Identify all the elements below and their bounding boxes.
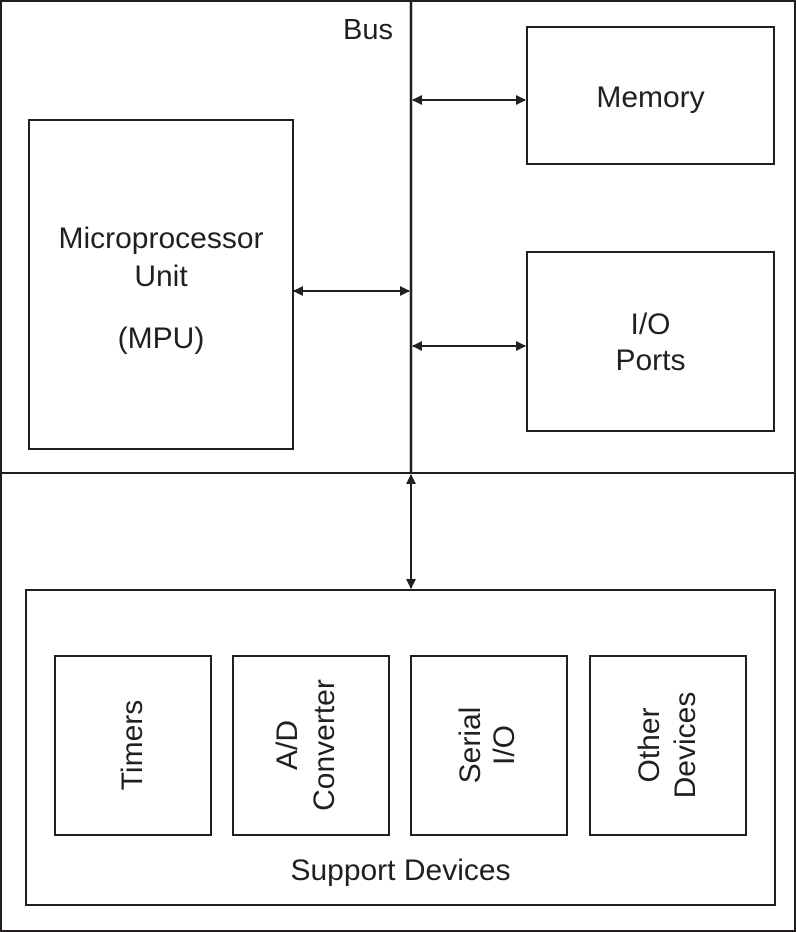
ad-converter-line2: Converter [308, 679, 341, 811]
io-ports-box: I/O Ports [526, 251, 775, 432]
other-devices-line1: Other [633, 707, 666, 783]
serial-io-line1: Serial [454, 706, 487, 784]
mpu-line2: Unit [134, 260, 188, 293]
other-devices-line2: Devices [669, 691, 702, 799]
serial-io-box: Serial I/O [410, 655, 568, 836]
support-devices-label: Support Devices [290, 854, 511, 887]
io-ports-line2: Ports [615, 344, 686, 377]
memory-box: Memory [526, 26, 775, 165]
bus-label: Bus [343, 14, 393, 46]
timers-box: Timers [54, 655, 212, 836]
memory-label: Memory [596, 81, 705, 114]
serial-io-line2: I/O [488, 725, 521, 766]
mpu-line3: (MPU) [117, 322, 205, 355]
timers-label: Timers [116, 699, 149, 791]
ad-converter-box: A/D Converter [232, 655, 390, 836]
mpu-line1: Microprocessor [58, 222, 264, 255]
other-devices-box: Other Devices [589, 655, 747, 836]
ad-converter-line1: A/D [271, 720, 304, 771]
mpu-box: Microprocessor Unit (MPU) [28, 119, 294, 450]
io-ports-line1: I/O [630, 308, 671, 341]
